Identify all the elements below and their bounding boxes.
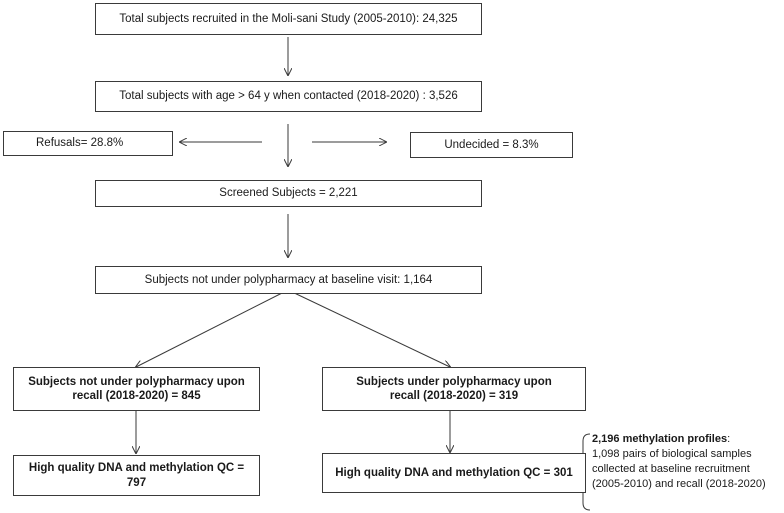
note-heading: 2,196 methylation profiles <box>592 433 728 445</box>
box-screened: Screened Subjects = 2,221 <box>95 180 482 207</box>
methylation-note: 2,196 methylation profiles: 1,098 pairs … <box>592 432 782 491</box>
arrow-baseline-to-poly <box>287 289 450 367</box>
arrow-baseline-to-not-poly <box>136 289 289 367</box>
note-body: 1,098 pairs of biological samples collec… <box>592 447 766 490</box>
box-undecided: Undecided = 8.3% <box>410 132 573 158</box>
box-hq-methylation-left: High quality DNA and methylation QC = 79… <box>13 455 260 496</box>
note-heading-suffix: : <box>727 433 731 445</box>
box-age-over-64: Total subjects with age > 64 y when cont… <box>95 81 482 112</box>
box-baseline-not-polypharmacy: Subjects not under polypharmacy at basel… <box>95 266 482 294</box>
box-total-recruited: Total subjects recruited in the Moli-san… <box>95 3 482 35</box>
box-not-polypharmacy-recall: Subjects not under polypharmacy upon rec… <box>13 367 260 411</box>
box-hq-methylation-right: High quality DNA and methylation QC = 30… <box>322 453 586 493</box>
box-refusals: Refusals= 28.8% <box>3 131 173 156</box>
box-polypharmacy-recall: Subjects under polypharmacy upon recall … <box>322 367 586 411</box>
